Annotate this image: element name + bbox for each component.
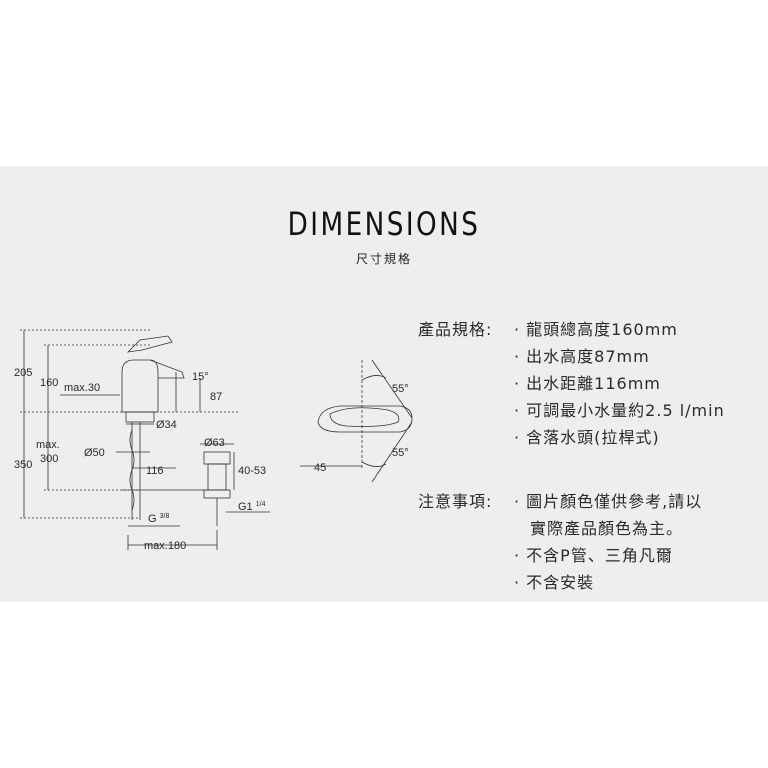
label-max30: max.30 [64, 382, 100, 394]
flex-hose [129, 429, 135, 511]
drawing-text: 205 160 max.30 15° 87 Ø34 max. 350 300 Ø… [14, 367, 409, 552]
swing-line-top [371, 359, 413, 419]
label-d34: Ø34 [156, 419, 177, 431]
content-band [0, 166, 768, 602]
page-title: DIMENSIONS [287, 205, 481, 243]
label-max: max. [36, 439, 60, 451]
label-205: 205 [14, 367, 32, 379]
label-g38: G 3/8 [148, 513, 169, 525]
label-d63: Ø63 [204, 437, 225, 449]
drain-body [207, 463, 227, 491]
drain-top [203, 451, 231, 465]
label-max180: max.180 [144, 540, 186, 552]
label-45: 45 [314, 462, 326, 474]
mount-nut [125, 411, 155, 423]
drain-nut [203, 489, 231, 499]
label-angle55-top: 55° [392, 383, 409, 395]
note-item: · 圖片顏色僅供參考,請以 [514, 492, 703, 511]
label-300: 300 [40, 453, 58, 465]
label-160: 160 [40, 377, 58, 389]
note-item: · 不含安裝 [514, 573, 595, 592]
label-4053: 40-53 [238, 465, 266, 477]
arc-55-top [361, 375, 387, 381]
notes-heading: 注意事項: [418, 492, 493, 511]
spec-item: · 可調最小水量約2.5 l/min [514, 401, 725, 420]
spec-item: · 含落水頭(拉桿式) [514, 428, 660, 447]
label-87: 87 [210, 391, 222, 403]
label-g114: G1 1/4 [238, 501, 266, 513]
page-subtitle: 尺寸規格 [355, 252, 412, 266]
note-item: · 不含P管、三角凡爾 [514, 546, 673, 565]
label-d50: Ø50 [84, 447, 105, 459]
product-specs: 產品規格: · 龍頭總高度160mm · 出水高度87mm · 出水距離116m… [418, 316, 758, 456]
faucet-spout [149, 359, 185, 379]
swing-line-bottom [371, 421, 413, 483]
label-angle15: 15° [192, 371, 209, 383]
faucet-lever [126, 335, 173, 353]
specs-heading: 產品規格: [418, 320, 493, 339]
label-angle55-bottom: 55° [392, 447, 409, 459]
spec-item: · 出水高度87mm [514, 347, 650, 366]
arc-55-bottom [361, 461, 387, 467]
label-116: 116 [146, 465, 164, 477]
faucet-body [121, 359, 159, 413]
note-item: 實際產品顏色為主。 [530, 519, 684, 538]
notes: 注意事項: · 圖片顏色僅供參考,請以 實際產品顏色為主。 · 不含P管、三角凡… [418, 488, 758, 598]
top-view-body [317, 405, 413, 433]
spec-item: · 龍頭總高度160mm [514, 320, 678, 339]
top-view-lever [329, 407, 400, 427]
label-350: 350 [14, 459, 32, 471]
spec-item: · 出水距離116mm [514, 374, 661, 393]
